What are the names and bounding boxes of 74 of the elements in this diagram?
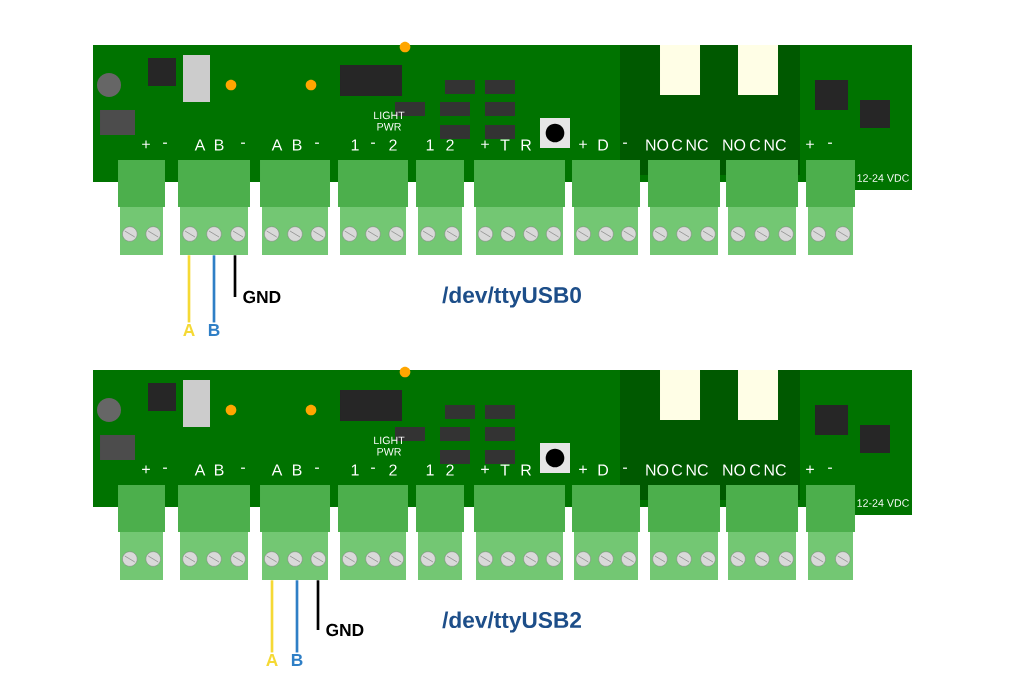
silkscreen-label: + [142, 465, 150, 474]
silkscreen-label: 2 [446, 139, 454, 151]
silkscreen-label: R [521, 139, 532, 151]
silkscreen-label: - [371, 467, 375, 469]
silkscreen-label: - [163, 467, 167, 469]
silkscreen-label: NC [764, 464, 786, 476]
silkscreen-label: A [194, 139, 206, 151]
silkscreen-label: NO [723, 464, 746, 476]
circuit-board-drawing [93, 41, 912, 255]
circuit-board-drawing [93, 366, 912, 580]
silkscreen-label: - [828, 142, 832, 144]
silkscreen-label: C [750, 464, 761, 476]
silkscreen-label: + [481, 140, 489, 149]
silkscreen-label: 1 [426, 139, 434, 151]
silkscreen-label: 1 [351, 139, 359, 151]
silkscreen-label: NO [723, 139, 746, 151]
silkscreen-label: B [215, 464, 224, 476]
silkscreen-label: R [521, 464, 532, 476]
silkscreen-label: D [598, 464, 608, 476]
wire [270, 580, 274, 653]
silkscreen-label: T [500, 464, 510, 476]
silkscreen-label: - [241, 142, 245, 144]
silkscreen-label: 1 [351, 464, 359, 476]
silkscreen-label: A [194, 464, 206, 476]
wire-label: B [208, 324, 220, 336]
silkscreen-label: - [241, 467, 245, 469]
silkscreen-label: 12-24 VDC [857, 174, 909, 182]
silkscreen-label: + [806, 140, 814, 149]
silkscreen-label: 2 [446, 464, 454, 476]
silkscreen-label: NC [764, 139, 786, 151]
silkscreen-label: NC [686, 139, 708, 151]
wire [295, 580, 299, 653]
silkscreen-label: 12-24 VDC [857, 499, 909, 507]
wire [233, 255, 237, 297]
silkscreen-label: NC [686, 464, 708, 476]
silkscreen-label: C [750, 139, 761, 151]
wire-label: B [291, 654, 303, 666]
silkscreen-label: 1 [426, 464, 434, 476]
silkscreen-label: B [293, 464, 302, 476]
wire-label: A [183, 324, 195, 336]
wire-label: GND [243, 290, 281, 304]
wire [316, 580, 320, 630]
silkscreen-label: T [500, 139, 510, 151]
silkscreen-label: LIGHT PWR [374, 436, 405, 456]
silkscreen-label: A [271, 464, 283, 476]
silkscreen-label: LIGHT PWR [374, 111, 405, 131]
silkscreen-label: - [315, 467, 319, 469]
silkscreen-label: C [672, 139, 683, 151]
silkscreen-label: - [315, 142, 319, 144]
wire-label: A [266, 654, 278, 666]
silkscreen-label: NO [646, 464, 669, 476]
wire-label: GND [326, 623, 364, 637]
silkscreen-label: D [598, 139, 608, 151]
silkscreen-label: + [806, 465, 814, 474]
silkscreen-label: NO [646, 139, 669, 151]
wire [187, 255, 191, 323]
silkscreen-label: + [579, 465, 587, 474]
silkscreen-label: B [293, 139, 302, 151]
silkscreen-label: 2 [389, 464, 397, 476]
silkscreen-label: 2 [389, 139, 397, 151]
silkscreen-label: - [371, 142, 375, 144]
wire [212, 255, 216, 323]
silkscreen-label: - [828, 467, 832, 469]
silkscreen-label: C [672, 464, 683, 476]
port-label: /dev/ttyUSB0 [442, 286, 581, 308]
silkscreen-label: - [623, 467, 627, 469]
silkscreen-label: + [481, 465, 489, 474]
silkscreen-label: A [271, 139, 283, 151]
silkscreen-label: - [163, 142, 167, 144]
silkscreen-label: B [215, 139, 224, 151]
port-label: /dev/ttyUSB2 [442, 611, 581, 633]
silkscreen-label: - [623, 142, 627, 144]
silkscreen-label: + [579, 140, 587, 149]
silkscreen-label: + [142, 140, 150, 149]
